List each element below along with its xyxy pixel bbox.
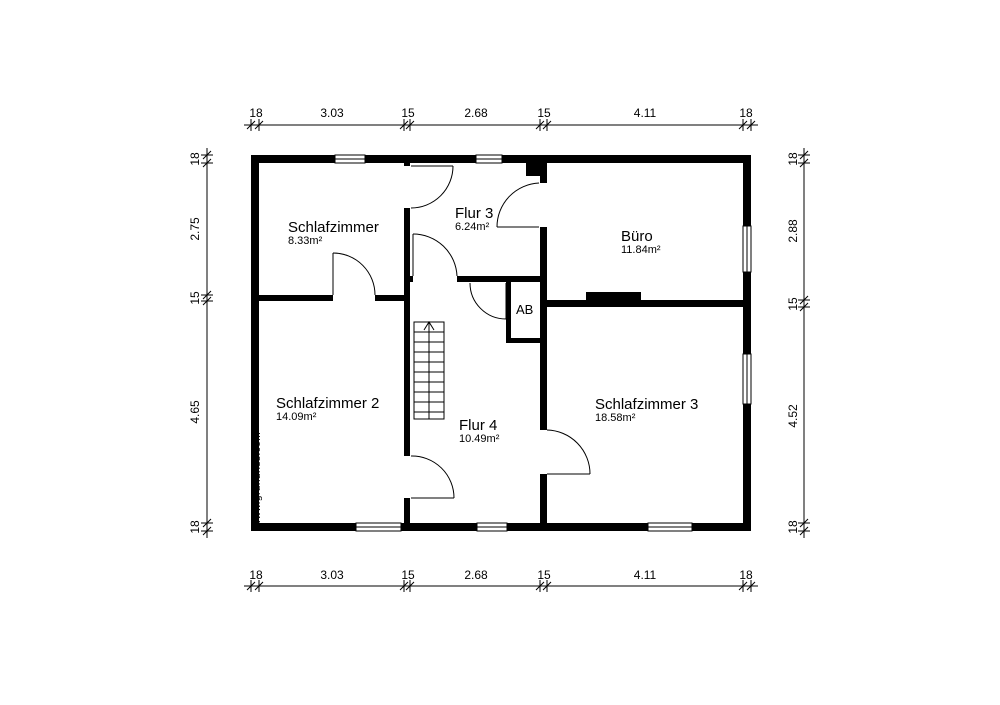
interior-walls	[251, 155, 751, 531]
dimension-tick	[254, 581, 264, 591]
window	[334, 154, 366, 164]
room-name-schlafzimmer: Schlafzimmer	[288, 219, 379, 236]
dimension-tick	[202, 518, 212, 528]
window	[476, 522, 508, 532]
door-schlafzimmer2	[410, 455, 455, 499]
door-buero	[496, 182, 540, 228]
dim-bottom-label: 15	[401, 568, 415, 582]
openings	[333, 166, 548, 498]
dim-bottom-label: 18	[249, 568, 263, 582]
room-name-buero: Büro	[621, 228, 653, 245]
dim-right-label: 15	[786, 297, 800, 311]
room-area-schlafzimmer: 8.33m²	[288, 235, 323, 247]
dim-top-label: 2.68	[464, 106, 488, 120]
dim-top-label: 18	[739, 106, 753, 120]
windows	[334, 154, 752, 532]
window	[475, 154, 503, 164]
room-name-schlafzimmer-2: Schlafzimmer 2	[276, 395, 379, 412]
room-name-schlafzimmer-3: Schlafzimmer 3	[595, 396, 698, 413]
doors	[332, 165, 591, 499]
dimension-labels-left: 18 2.75 15 4.65 18	[188, 152, 202, 534]
dim-bottom-label: 18	[739, 568, 753, 582]
dimension-tick	[202, 526, 212, 536]
dimension-tick	[535, 581, 545, 591]
dim-bottom-label: 15	[537, 568, 551, 582]
dimension-tick	[738, 120, 748, 130]
door-ab	[469, 282, 507, 320]
room-area-flur-3: 6.24m²	[455, 221, 490, 233]
dimension-tick	[535, 120, 545, 130]
dimension-tick	[254, 120, 264, 130]
room-area-schlafzimmer-3: 18.58m²	[595, 412, 636, 424]
dim-right-label: 18	[786, 152, 800, 166]
door-flur3-bottom	[412, 233, 458, 277]
dimension-tick	[246, 581, 256, 591]
window	[742, 225, 752, 273]
dimension-tick	[799, 158, 809, 168]
dim-left-label: 18	[188, 520, 202, 534]
room-name-flur-3: Flur 3	[455, 205, 493, 222]
dim-bottom-label: 3.03	[320, 568, 344, 582]
dimension-tick	[202, 158, 212, 168]
dim-left-label: 2.75	[188, 217, 202, 241]
dimension-tick	[405, 581, 415, 591]
dimension-tick	[799, 150, 809, 160]
window	[742, 353, 752, 405]
dim-top-label: 15	[401, 106, 415, 120]
dimension-tick	[738, 581, 748, 591]
dim-top-label: 18	[249, 106, 263, 120]
window	[355, 522, 402, 532]
window	[647, 522, 693, 532]
dimension-tick	[799, 295, 809, 305]
dim-right-label: 2.88	[786, 219, 800, 243]
room-area-buero: 11.84m²	[621, 244, 661, 256]
dimension-labels-right: 18 2.88 15 4.52 18	[786, 152, 800, 534]
door-schlafzimmer	[332, 252, 376, 296]
dimension-tick	[799, 302, 809, 312]
dim-bottom-label: 2.68	[464, 568, 488, 582]
dim-right-label: 18	[786, 520, 800, 534]
dimension-tick	[405, 120, 415, 130]
dimension-tick	[542, 581, 552, 591]
outer-walls	[251, 155, 751, 531]
dimension-tick	[799, 518, 809, 528]
dimension-tick	[542, 120, 552, 130]
dimension-tick	[202, 150, 212, 160]
watermark: www.grundriss.com	[252, 432, 263, 528]
dimension-labels-top: 18 3.03 15 2.68 15 4.11 18	[249, 106, 753, 120]
stairs	[413, 321, 445, 420]
room-area-schlafzimmer-2: 14.09m²	[276, 411, 317, 423]
door-schlafzimmer3	[546, 429, 591, 475]
dimension-tick	[746, 120, 756, 130]
dim-right-label: 4.52	[786, 404, 800, 428]
dimension-tick	[799, 526, 809, 536]
dim-top-label: 15	[537, 106, 551, 120]
dimension-tick	[399, 120, 409, 130]
dim-left-label: 15	[188, 291, 202, 305]
dim-left-label: 18	[188, 152, 202, 166]
room-name-flur-4: Flur 4	[459, 417, 497, 434]
dimension-tick	[202, 290, 212, 300]
dimension-lines	[206, 124, 805, 587]
dim-bottom-label: 4.11	[634, 568, 657, 582]
dimension-labels-bottom: 18 3.03 15 2.68 15 4.11 18	[249, 568, 753, 582]
dimension-tick	[399, 581, 409, 591]
room-labels: Schlafzimmer 8.33m² Flur 3 6.24m² Büro 1…	[276, 205, 698, 445]
dimension-tick	[246, 120, 256, 130]
dim-top-label: 4.11	[634, 106, 657, 120]
room-name-ab: AB	[516, 302, 533, 317]
dim-top-label: 3.03	[320, 106, 344, 120]
room-area-flur-4: 10.49m²	[459, 433, 500, 445]
dimension-ticks	[201, 119, 810, 592]
dimension-tick	[746, 581, 756, 591]
dimension-tick	[202, 296, 212, 306]
dim-left-label: 4.65	[188, 400, 202, 424]
door-flur3-top	[410, 165, 454, 209]
